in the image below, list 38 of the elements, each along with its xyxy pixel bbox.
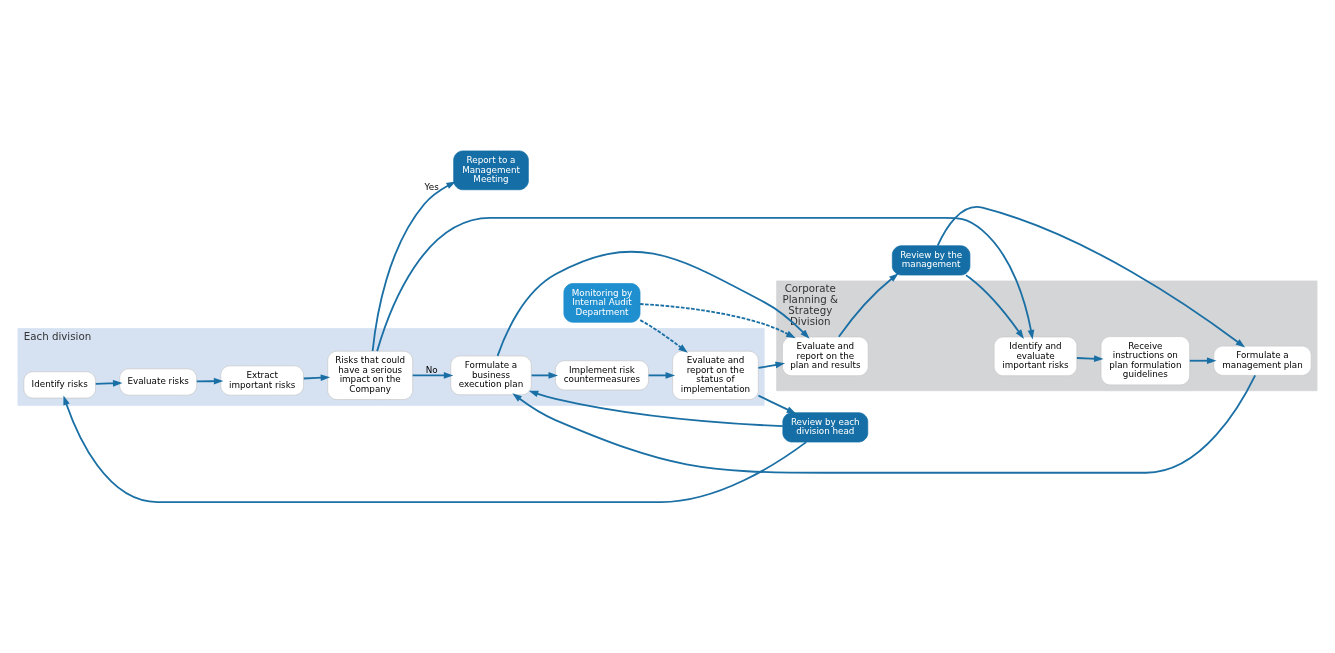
arrow	[411, 372, 454, 379]
arrow	[376, 216, 1035, 353]
node-box: Monitoring by Internal Audit Department	[563, 283, 641, 323]
arrow	[965, 274, 1024, 340]
node-box: Risks that could have a serious impact on the Company	[327, 350, 414, 400]
node-box: Review by each division head	[782, 412, 869, 443]
arrow	[530, 372, 559, 379]
node-box: Evaluate risks	[119, 368, 197, 396]
arrow	[936, 206, 1246, 348]
node-box: Receive instructions on plan formulation guidelines	[1100, 336, 1190, 386]
arrow	[757, 361, 786, 369]
arrow	[639, 319, 688, 353]
arrow	[302, 374, 331, 382]
arrow	[1075, 355, 1104, 363]
node-box: Formulate a business execution plan	[450, 355, 532, 396]
arrow	[195, 377, 224, 385]
arrow	[63, 395, 808, 503]
arrow	[1188, 357, 1217, 365]
edge-label: Yes	[424, 181, 439, 192]
arrow	[647, 372, 676, 379]
arrow	[757, 394, 797, 414]
node-box: Review by the management	[891, 245, 971, 276]
node-box: Implement risk countermeasures	[555, 360, 649, 391]
arrow	[371, 181, 456, 352]
edge-label: No	[425, 364, 438, 375]
arrow	[639, 303, 796, 339]
node-box: Extract important risks	[220, 365, 304, 396]
arrow	[528, 390, 784, 428]
node-box: Evaluate and report on the status of implementation	[672, 350, 759, 400]
arrow	[512, 374, 1257, 474]
node-box: Report to a Management Meeting	[453, 150, 529, 191]
node-box: Formulate a management plan	[1213, 345, 1312, 376]
node-box: Identify risks	[23, 371, 96, 399]
node-box: Identify and evaluate important risks	[993, 336, 1078, 377]
arrow	[94, 379, 123, 387]
arrow	[496, 250, 810, 357]
arrow	[837, 273, 899, 338]
node-box: Evaluate and report on the plan and results	[782, 336, 869, 377]
